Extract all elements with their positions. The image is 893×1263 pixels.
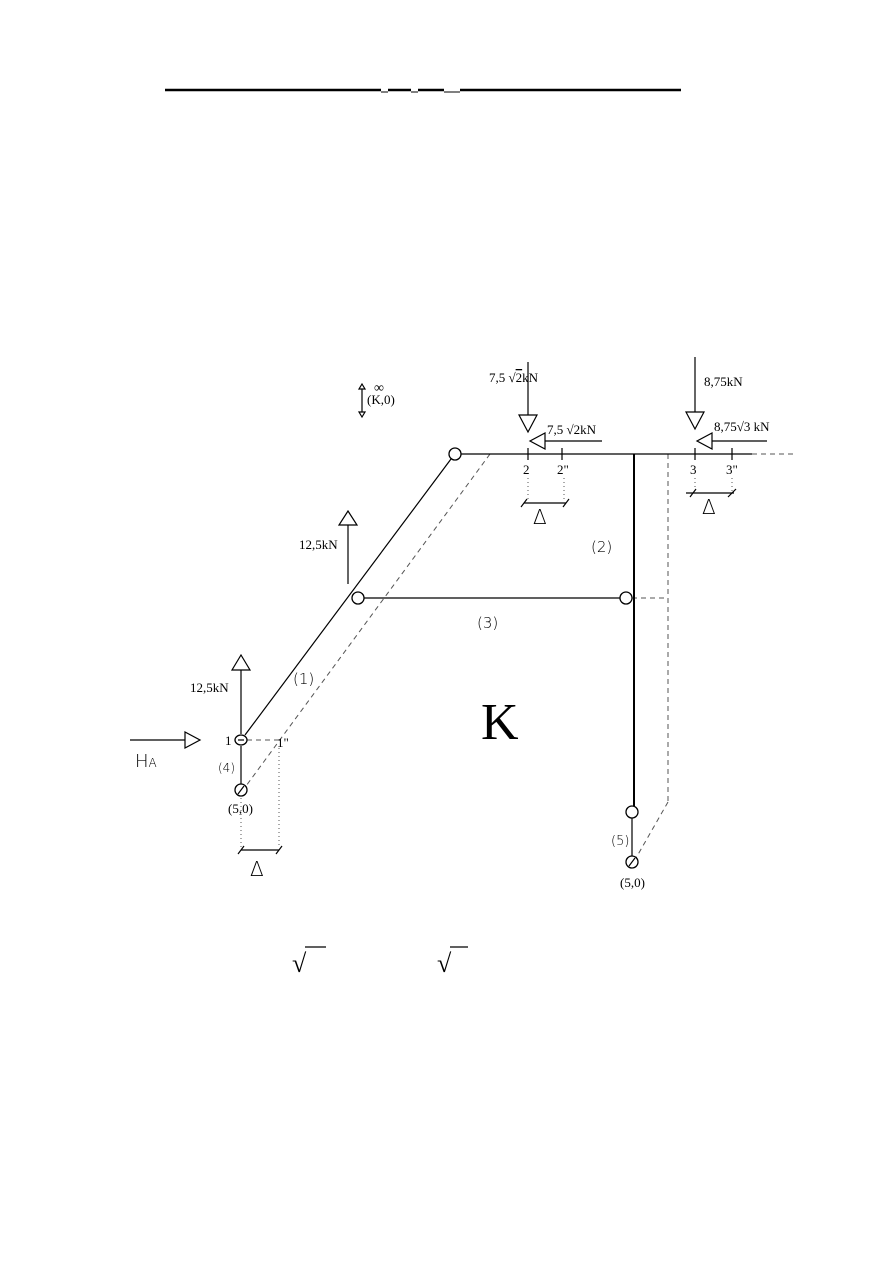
svg-text:√: √ xyxy=(437,949,452,978)
arrow-head-up xyxy=(337,509,359,526)
svg-text:2": 2" xyxy=(557,462,569,477)
svg-text:2: 2 xyxy=(523,462,530,477)
svg-text:Δ: Δ xyxy=(250,857,264,881)
ha-label: HA xyxy=(135,751,157,772)
load-label-8-75kn: 8,75kN xyxy=(704,374,743,389)
arrow-head-down xyxy=(685,411,705,431)
point-labels: 1 1" 2 2" 3 3" ∞ (K,0) (5,0) (5,0) xyxy=(225,381,738,890)
svg-text:(5,0): (5,0) xyxy=(620,875,645,890)
load-label-upper: 12,5kN xyxy=(299,537,338,552)
arrow-head-down xyxy=(518,414,538,434)
svg-text:(5,0): (5,0) xyxy=(228,801,253,816)
svg-text:1": 1" xyxy=(277,735,289,750)
svg-text:(2): (2) xyxy=(591,538,612,556)
hinge-mid xyxy=(351,591,365,605)
svg-text:(4): (4) xyxy=(218,761,235,775)
svg-text:7,5 √2kN: 7,5 √2kN xyxy=(489,370,539,385)
svg-text:7,5 √2kN: 7,5 √2kN xyxy=(547,422,597,437)
hinge-top xyxy=(448,447,462,461)
svg-text:1: 1 xyxy=(225,733,232,748)
svg-text:3": 3" xyxy=(726,462,738,477)
svg-text:(5): (5) xyxy=(611,834,629,849)
arrow-head-left xyxy=(528,432,546,450)
svg-text:(K,0): (K,0) xyxy=(367,392,395,407)
member-1 xyxy=(244,458,452,736)
displaced-shape xyxy=(245,453,795,859)
sqrt-signs: √ √ xyxy=(292,946,468,978)
svg-text:(1): (1) xyxy=(293,670,314,688)
member-labels: (1) (2) (3) (4) (5) xyxy=(218,538,629,849)
hinge-column-bottom xyxy=(625,805,639,819)
svg-text:8,75√3 kN: 8,75√3 kN xyxy=(714,419,770,434)
delta-labels: Δ Δ Δ xyxy=(250,495,716,881)
svg-text:Δ: Δ xyxy=(702,495,716,519)
load-label-lower: 12,5kN xyxy=(190,680,229,695)
svg-text:3: 3 xyxy=(690,462,697,477)
svg-text:√: √ xyxy=(292,949,307,978)
header-rule xyxy=(165,88,681,93)
load-arrows xyxy=(130,357,767,749)
k-label: K xyxy=(481,694,519,751)
svg-text:∞: ∞ xyxy=(374,381,384,396)
hinge-right xyxy=(619,591,633,605)
arrow-head-right xyxy=(184,731,202,749)
load-labels: 7,5 √2kN 7,5 √2kN 8,75kN 8,75√3 kN 12,5k… xyxy=(135,370,770,772)
arrow-head-up xyxy=(230,653,252,671)
frame-members xyxy=(240,453,752,856)
svg-text:(3): (3) xyxy=(477,614,498,632)
hinges xyxy=(234,447,639,869)
svg-text:Δ: Δ xyxy=(533,505,547,529)
arrow-head-left xyxy=(695,432,713,450)
displacement-marks xyxy=(237,448,737,855)
